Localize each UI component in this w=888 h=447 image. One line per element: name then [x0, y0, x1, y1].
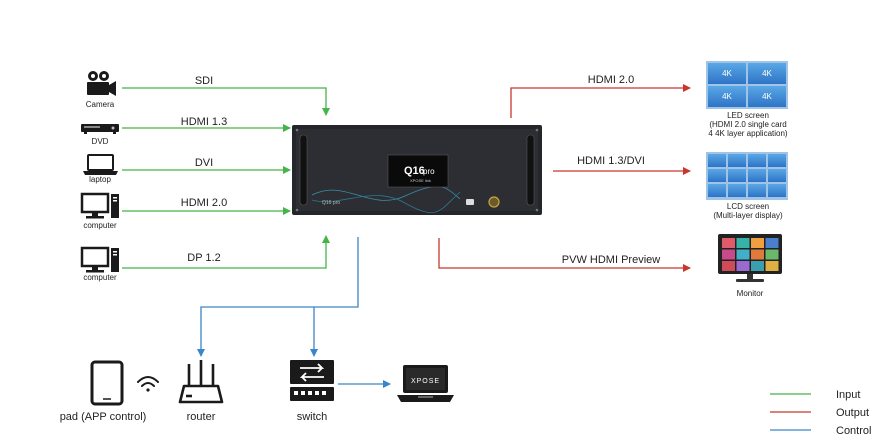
monitor-preview-tile	[736, 238, 750, 248]
lcd-tile	[748, 184, 766, 197]
monitor-preview-tile	[751, 261, 764, 271]
input-signal-label-hdmi13: HDMI 1.3	[181, 116, 227, 128]
device-front-label: Q16 pro	[322, 200, 340, 206]
lcd-tile	[708, 169, 726, 182]
camera-icon	[87, 71, 116, 96]
lcd-tile	[768, 169, 786, 182]
legend-label-control: Control	[836, 425, 871, 437]
lcd-tile	[768, 184, 786, 197]
input-signal-label-dvi: DVI	[195, 157, 213, 169]
router-icon	[178, 360, 224, 404]
led-tile-label: 4K	[722, 69, 732, 78]
lcd-screen-label: LCD screen	[727, 202, 769, 211]
lcd-tile	[748, 169, 766, 182]
input-line-dp12	[122, 235, 330, 269]
monitor-preview-tile	[722, 249, 735, 260]
source-label-laptop: laptop	[89, 175, 111, 184]
lcd-tile	[768, 154, 786, 167]
led-tile-label: 4K	[762, 69, 772, 78]
monitor-preview-tiles	[722, 238, 779, 271]
switch-label: switch	[297, 411, 328, 423]
output-lines	[438, 84, 691, 272]
control-line-main	[197, 237, 359, 357]
led-tile: 4K	[748, 63, 786, 84]
source-label-computer-2: computer	[83, 273, 117, 282]
monitor-preview-tile	[765, 261, 779, 271]
laptop-brand-logo: XPOSE	[411, 378, 440, 385]
pad-label: pad (APP control)	[60, 411, 147, 423]
monitor-preview-tile	[722, 238, 735, 248]
device-brand-label: XPOSE link	[410, 178, 431, 183]
output-line-hdmi20	[510, 84, 691, 118]
input-signal-label-hdmi20: HDMI 2.0	[181, 197, 227, 209]
monitor-label: Monitor	[737, 289, 764, 298]
monitor-preview-tile	[736, 249, 750, 260]
led-tile: 4K	[748, 86, 786, 107]
monitor-preview-tile	[736, 261, 750, 271]
led-screen-label-line3: 4 4K layer application)	[708, 129, 787, 138]
q16-pro-processor: Q16 pro XPOSE link Q16 pro	[292, 125, 542, 215]
led-tile-label: 4K	[722, 92, 732, 101]
output-line-pvw	[438, 238, 691, 272]
control-lines	[197, 237, 391, 388]
led-screen-label: LED screen	[727, 111, 769, 120]
monitor-preview-tile	[722, 261, 735, 271]
control-laptop-icon: XPOSE	[397, 365, 454, 402]
lcd-screen-label-line2: (Multi-layer display)	[713, 211, 783, 220]
lcd-tile	[728, 184, 746, 197]
input-signal-label-sdi: SDI	[195, 75, 213, 87]
output-signal-label-hdmi20: HDMI 2.0	[588, 74, 634, 86]
lcd-screen	[706, 152, 788, 200]
led-tile-label: 4K	[762, 92, 772, 101]
led-screen-label-line2: (HDMI 2.0 single card	[709, 120, 786, 129]
laptop-icon	[83, 154, 118, 175]
monitor-preview-tile	[765, 238, 779, 248]
legend-item-input: Input	[770, 389, 860, 401]
led-tile: 4K	[708, 86, 746, 107]
wifi-icon	[137, 376, 159, 392]
computer-icon	[80, 246, 119, 273]
input-line-sdi	[122, 87, 330, 116]
source-label-dvd: DVD	[92, 137, 109, 146]
source-label-computer-1: computer	[83, 221, 117, 230]
legend-item-output: Output	[770, 407, 869, 419]
switch-icon	[290, 360, 334, 401]
lcd-tile	[728, 154, 746, 167]
monitor-icon	[718, 234, 782, 282]
monitor-preview-tile	[751, 238, 764, 248]
monitor-preview-tile	[751, 249, 764, 260]
pad-icon	[90, 360, 124, 406]
output-signal-label-pvw: PVW HDMI Preview	[562, 254, 660, 266]
legend-label-input: Input	[836, 389, 860, 401]
led-screen: 4K 4K 4K 4K	[706, 61, 788, 109]
device-model-label: Q16	[404, 165, 425, 177]
legend: Input Output Control	[770, 389, 871, 437]
device-model-suffix: pro	[423, 167, 435, 176]
legend-item-control: Control	[770, 425, 871, 437]
input-lines	[122, 87, 330, 269]
output-signal-label-hdmi13-dvi: HDMI 1.3/DVI	[577, 155, 645, 167]
lcd-tile	[708, 184, 726, 197]
lcd-tile	[728, 169, 746, 182]
input-signal-label-dp12: DP 1.2	[187, 252, 220, 264]
computer-icon	[80, 192, 119, 219]
lcd-tile	[708, 154, 726, 167]
led-tile: 4K	[708, 63, 746, 84]
legend-label-output: Output	[836, 407, 869, 419]
lcd-tile	[748, 154, 766, 167]
router-label: router	[187, 411, 216, 423]
source-label-camera: Camera	[86, 100, 115, 109]
monitor-preview-tile	[765, 249, 779, 260]
dvd-icon	[81, 124, 119, 134]
